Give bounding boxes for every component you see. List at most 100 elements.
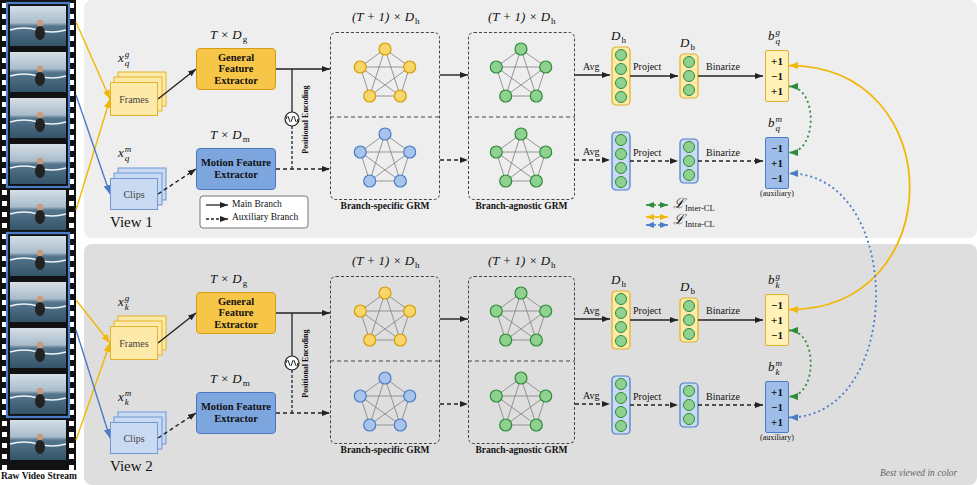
legend-text: Auxiliary Branch [232, 212, 298, 223]
node-text: +1 [771, 84, 783, 99]
script-pair: gq [776, 28, 781, 46]
node-text: −1 [771, 328, 783, 343]
subscript: g [243, 278, 248, 288]
subscript: m [243, 134, 250, 144]
connector [276, 68, 330, 69]
decor-shape [291, 126, 292, 169]
legend-text: Main Branch [232, 199, 282, 210]
node-text: Frames [119, 94, 148, 105]
superscript: m [776, 359, 783, 368]
superscript: g [776, 28, 781, 37]
node-text: +1 [771, 313, 783, 328]
math-label: xgq [118, 50, 129, 68]
note: Best viewed in color [880, 468, 957, 479]
script-pair: gk [125, 294, 130, 312]
math-label: (T + 1) × Dh [488, 254, 556, 269]
subscript: h [551, 260, 556, 270]
subscript: q [125, 154, 132, 163]
math-label: bgq [768, 28, 780, 46]
node-text: View 2 [110, 458, 153, 475]
math-label: T × Dm [210, 372, 250, 387]
legend-sample [646, 224, 668, 226]
script-pair: gq [125, 50, 130, 68]
math-label: bmk [768, 359, 782, 377]
subscript: k [125, 398, 132, 407]
symbol: (T + 1) × D [488, 9, 550, 24]
legend-text: Inter-CL [685, 204, 715, 214]
connector [789, 330, 811, 396]
subscript: k [125, 303, 130, 312]
subscript: m [243, 378, 250, 388]
connector [440, 159, 468, 160]
math-label: bmq [768, 115, 782, 133]
operation-label: Avg [583, 146, 599, 158]
rotated-label: Positional Encoding [301, 85, 310, 153]
symbol: D [611, 28, 620, 43]
decor-shape [330, 116, 440, 117]
legend-text: Intra-CL [685, 220, 715, 230]
math-label: xgk [118, 294, 129, 312]
loss-symbol: ℒ [673, 212, 685, 228]
legend-sample [206, 218, 228, 219]
feature-extractor: General Feature Extractor [196, 292, 276, 334]
frame-stack: Frames [110, 82, 158, 116]
decor-shape [285, 112, 299, 126]
node-text: −1 [771, 171, 783, 186]
rotated-label: Positional Encoding [301, 329, 310, 397]
connector [76, 22, 110, 99]
view-panel-ground [84, 0, 977, 238]
connector [789, 86, 811, 152]
connector [76, 330, 110, 438]
math-label: (T + 1) × Dh [488, 10, 556, 25]
subscript: q [776, 124, 783, 133]
decor-shape [10, 98, 66, 138]
symbol: x [118, 50, 124, 65]
connector [440, 318, 468, 319]
decor-shape [354, 128, 415, 187]
script-pair: mk [776, 359, 783, 377]
view-panel-ground [84, 244, 977, 485]
subscript: b [690, 42, 695, 52]
subscript: b [690, 286, 695, 296]
symbol: D [611, 272, 620, 287]
subscript: h [415, 16, 420, 26]
subscript: k [776, 368, 783, 377]
feature-extractor: General Feature Extractor [196, 48, 276, 90]
clip-group-outline [7, 3, 69, 187]
symbol: D [680, 279, 689, 294]
operation-label: Project [633, 61, 661, 73]
node-text: +1 [771, 385, 783, 400]
decor-shape [490, 43, 551, 102]
math-label: Dh [611, 29, 626, 44]
connector [440, 74, 468, 75]
decor-shape [354, 43, 415, 102]
decor-shape [286, 116, 298, 122]
grm-box: Branch-specific GRM [330, 276, 440, 444]
node-text: (auxiliary) [760, 433, 794, 442]
connector [276, 312, 330, 313]
legend-sample [206, 204, 228, 205]
node-text: −1 [771, 400, 783, 415]
node-text: Frames [119, 338, 148, 349]
superscript: m [776, 115, 783, 124]
symbol: x [118, 145, 124, 160]
decor-shape [291, 69, 292, 112]
grm-box: Branch-specific GRM [330, 32, 440, 200]
hash-code: +1−1+1 [765, 50, 789, 102]
symbol: T × D [210, 27, 242, 42]
decor-shape [10, 328, 66, 368]
node-text: +1 [771, 54, 783, 69]
symbol: T × D [210, 127, 242, 142]
symbol: x [118, 389, 124, 404]
node-text: +1 [771, 156, 783, 171]
connector [76, 300, 110, 343]
math-label: Db [680, 36, 695, 51]
connector [158, 169, 196, 194]
connector [440, 403, 468, 404]
script-pair: mq [125, 145, 132, 163]
decor-shape [10, 236, 66, 276]
node-text: General Feature Extractor [200, 296, 272, 331]
decor-shape [468, 116, 575, 117]
grm-box: Branch-agnostic GRM [468, 276, 575, 444]
